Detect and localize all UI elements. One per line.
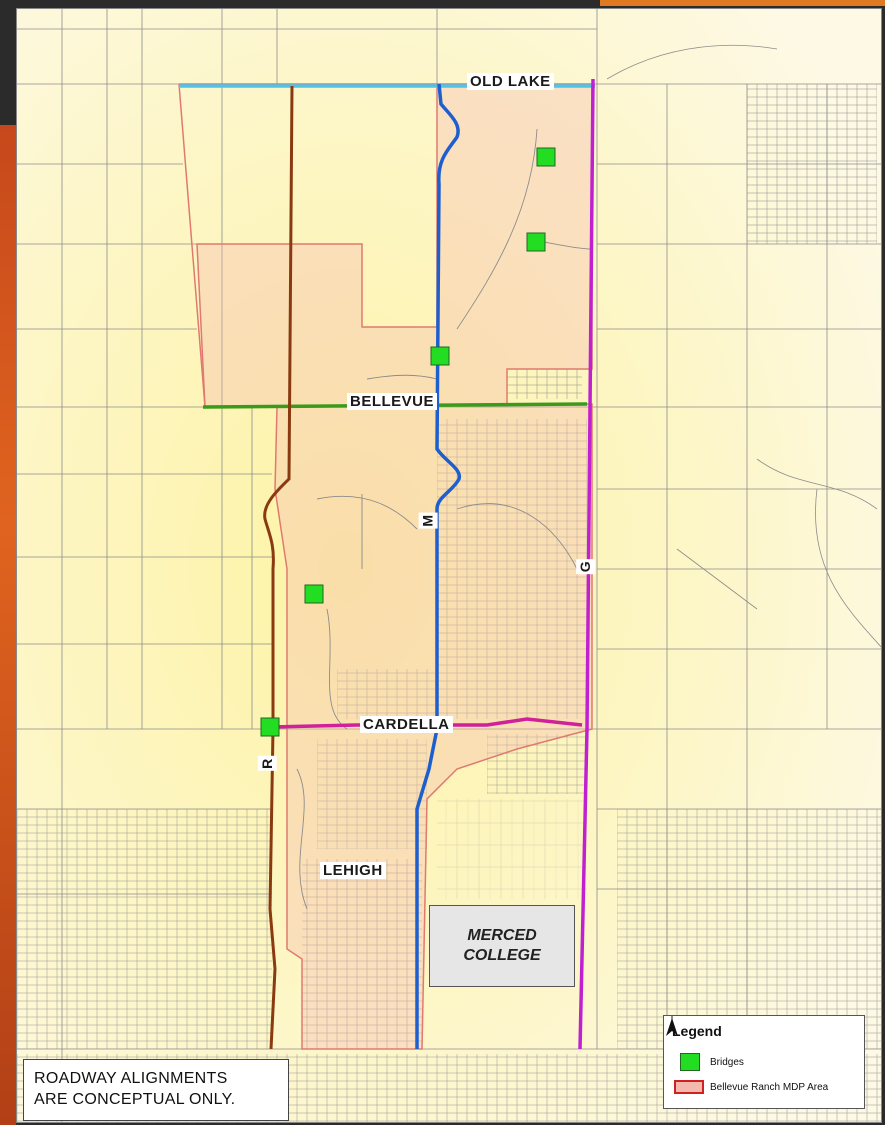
local-roads (296, 128, 593, 910)
note-line1: ROADWAY ALIGNMENTS (34, 1070, 228, 1087)
merced-college-parcel: MERCED COLLEGE (429, 905, 575, 987)
college-label-line1: MERCED (467, 927, 537, 944)
map-legend: Legend Bridges Bellevue Ranch MDP Area (663, 1015, 865, 1109)
map-canvas[interactable]: OLD LAKE BELLEVUE CARDELLA LEHIGH M G R … (16, 8, 882, 1123)
bridge-marker-icon (430, 346, 450, 366)
road-label-r: R (257, 756, 277, 771)
bridge-marker-icon (260, 717, 280, 737)
bridge-marker-icon (680, 1053, 700, 1071)
road-label-g: G (576, 558, 596, 575)
road-label-cardella: CARDELLA (360, 716, 453, 733)
mdp-area-boundary (179, 83, 593, 1050)
road-label-old-lake: OLD LAKE (467, 73, 554, 90)
road-label-bellevue: BELLEVUE (347, 393, 438, 410)
conceptual-note: ROADWAY ALIGNMENTS ARE CONCEPTUAL ONLY. (23, 1059, 289, 1121)
legend-area-label: Bellevue Ranch MDP Area (710, 1082, 829, 1093)
legend-title: Legend (672, 1023, 722, 1039)
legend-bridges-label: Bridges (710, 1057, 744, 1068)
m-road (415, 83, 461, 1049)
subdivisions (17, 84, 881, 1122)
cardella-road (271, 717, 583, 729)
note-line2: ARE CONCEPTUAL ONLY. (34, 1091, 236, 1108)
bridge-marker-icon (304, 584, 324, 604)
mdp-area-swatch (674, 1080, 704, 1094)
parcel-lines (17, 9, 881, 1122)
road-label-lehigh: LEHIGH (320, 862, 386, 879)
bridge-marker-icon (536, 147, 556, 167)
slide-accent-strip (0, 125, 16, 1125)
college-label-line2: COLLEGE (463, 947, 541, 964)
bridge-marker-icon (526, 232, 546, 252)
slide-accent-top (600, 0, 885, 6)
map-svg (17, 9, 881, 1122)
r-road (263, 85, 294, 1050)
road-label-m: M (418, 512, 438, 529)
bridge-markers (260, 147, 556, 737)
north-arrow-icon (666, 1016, 678, 1036)
